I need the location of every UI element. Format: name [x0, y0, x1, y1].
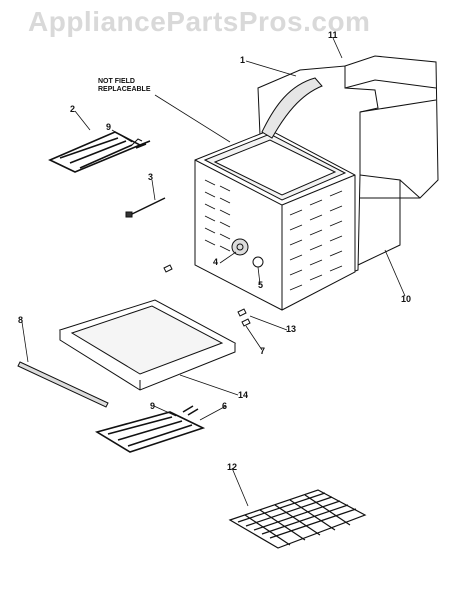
- broil-element: [48, 131, 151, 173]
- oven-cavity: [194, 129, 356, 311]
- oven-bottom-pan: [58, 299, 237, 391]
- bake-element: [94, 405, 206, 453]
- trim-strip: [17, 361, 109, 408]
- callout-1: 1: [240, 55, 245, 65]
- sensor-mount: [125, 211, 133, 218]
- clip-left: [163, 264, 173, 273]
- callout-12: 12: [227, 462, 237, 472]
- callout-5: 5: [258, 280, 263, 290]
- callout-9-top: 9: [106, 122, 111, 132]
- convection-fan-hub: [236, 243, 244, 251]
- callout-3: 3: [148, 172, 153, 182]
- callout-2: 2: [70, 104, 75, 114]
- callout-6: 6: [222, 401, 227, 411]
- watermark: AppliancePartsPros.com: [28, 6, 371, 37]
- right-wall-vents: [289, 190, 343, 291]
- element-terminal-top: [131, 138, 143, 146]
- callout-9-bottom: 9: [150, 401, 155, 411]
- callout-14: 14: [238, 390, 248, 400]
- callout-13: 13: [286, 324, 296, 334]
- oven-rack: [228, 489, 367, 549]
- left-wall-vents: [204, 179, 231, 252]
- note-line-1: NOT FIELD: [98, 78, 135, 85]
- vent-duct: [261, 77, 323, 139]
- clip-13: [237, 308, 247, 317]
- callout-8: 8: [18, 315, 23, 325]
- clip-7: [241, 318, 251, 327]
- convection-fan: [231, 238, 249, 256]
- not-field-replaceable-note: NOT FIELD REPLACEABLE: [98, 78, 151, 94]
- callout-7: 7: [260, 346, 265, 356]
- leader-lines: [21, 37, 406, 507]
- callout-4: 4: [213, 257, 218, 267]
- temperature-sensor: [129, 197, 166, 216]
- callout-10: 10: [401, 294, 411, 304]
- note-line-2: REPLACEABLE: [98, 86, 151, 93]
- callout-11: 11: [328, 30, 338, 40]
